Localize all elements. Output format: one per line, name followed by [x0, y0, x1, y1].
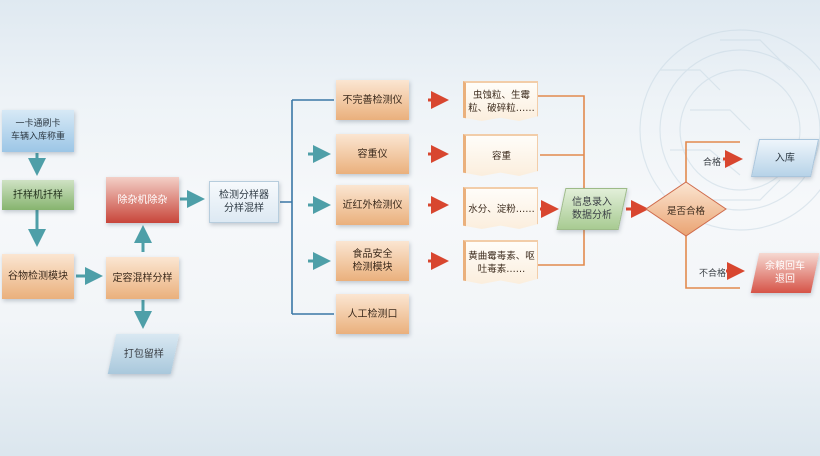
node-sampler-probe: 扦样机扦样 — [2, 180, 74, 210]
node-manual: 人工检测口 — [336, 294, 409, 334]
node-info-entry: 信息录入 数据分析 — [556, 188, 628, 230]
output-food: 黄曲霉毒素、呕 吐毒素…… — [463, 240, 538, 284]
branch-pass-line — [685, 141, 740, 182]
node-food-safety: 食品安全 检测模块 — [336, 241, 409, 281]
decision-label: 是否合格 — [666, 206, 705, 217]
node-return-car: 余粮回车 退回 — [750, 253, 820, 293]
decision-diamond-shape — [645, 181, 727, 237]
node-bulk-density: 容重仪 — [336, 134, 409, 174]
bracket-divider-to-instruments — [280, 99, 334, 315]
node-divider: 检测分样器 分样混样 — [209, 181, 279, 223]
node-fixed-mix: 定容混样分样 — [106, 257, 179, 299]
node-card-weigh: 一卡通刷卡 车辆入库称重 — [2, 110, 74, 152]
output-bulk: 容重 — [463, 134, 538, 176]
node-nir: 近红外检测仪 — [336, 185, 409, 225]
bracket-outputs-to-info — [538, 95, 585, 266]
branch-fail-line — [685, 236, 740, 289]
fail-label: 不合格 — [699, 269, 727, 279]
pass-label: 合格 — [703, 158, 722, 168]
output-nir: 水分、淀粉…… — [463, 187, 538, 229]
node-imperfect: 不完善检测仪 — [336, 80, 409, 120]
node-impurity-remove: 除杂机除杂 — [106, 177, 179, 223]
output-imperfect: 虫蚀粒、生霉 粒、破碎粒…… — [463, 81, 538, 121]
node-pack-sample: 打包留样 — [107, 334, 180, 374]
node-store: 入库 — [750, 139, 820, 177]
node-grain-detect: 谷物检测模块 — [2, 254, 74, 299]
